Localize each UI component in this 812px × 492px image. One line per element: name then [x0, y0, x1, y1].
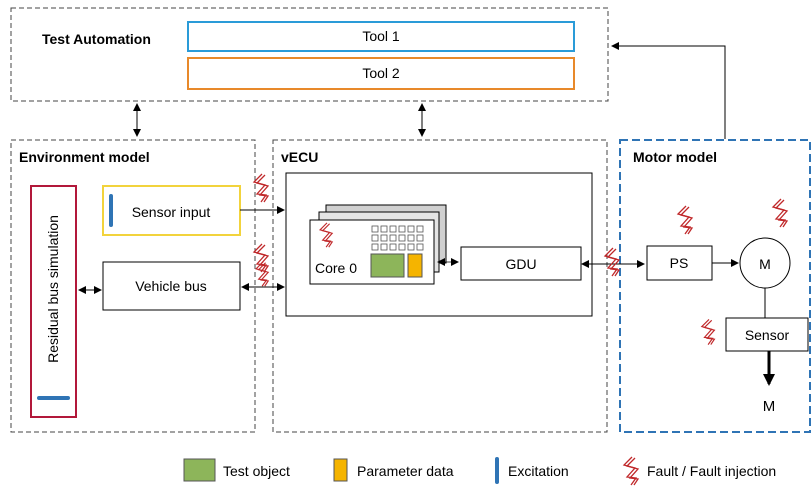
arrow-motor-automation: [611, 42, 726, 139]
tool2-box[interactable]: [187, 57, 575, 90]
residual-bus-box: [30, 185, 77, 418]
output-torque-label: M: [763, 398, 776, 415]
tool2-label: Tool 2: [362, 65, 400, 81]
legend-fault-label: Fault / Fault injection: [647, 463, 776, 479]
sensor-input-box[interactable]: [102, 185, 241, 236]
fault-icon-ps: [677, 205, 693, 235]
test-automation-container: [10, 7, 609, 102]
motor-model-container: [619, 139, 811, 433]
sensor-label: Sensor: [745, 327, 790, 343]
fault-icon-sensor: [701, 318, 716, 346]
vecu-container: [272, 139, 608, 433]
fault-icon-motor: [772, 198, 788, 228]
ps-box[interactable]: [646, 245, 713, 281]
legend-parameter-data-swatch: [333, 458, 348, 482]
environment-model-container: [10, 139, 256, 433]
motor-label: M: [759, 256, 771, 272]
legend-excitation-label: Excitation: [508, 463, 569, 479]
sensor-input-label: Sensor input: [132, 204, 211, 220]
legend-test-object-label: Test object: [223, 463, 290, 479]
environment-model-title: Environment model: [19, 149, 150, 165]
legend-test-object-swatch: [183, 458, 216, 482]
vehicle-bus-box[interactable]: [102, 261, 241, 311]
gdu-box[interactable]: [460, 246, 582, 281]
vecu-inner-box: [285, 172, 593, 317]
ps-label: PS: [670, 255, 689, 271]
vecu-title: vECU: [281, 149, 318, 165]
vehicle-bus-label: Vehicle bus: [135, 278, 207, 294]
gdu-label: GDU: [505, 256, 536, 272]
core-parameter-data: [407, 253, 423, 278]
legend-parameter-data-label: Parameter data: [357, 463, 454, 479]
fault-icon-sensor-input: [253, 173, 269, 203]
motor-model-title: Motor model: [633, 149, 717, 165]
residual-bus-label: Residual bus simulation: [45, 215, 61, 363]
core-test-object: [370, 253, 405, 278]
tool1-box[interactable]: [187, 21, 575, 52]
tool1-label: Tool 1: [362, 28, 400, 44]
test-automation-title: Test Automation: [42, 31, 151, 47]
core-memory-grid: [371, 225, 424, 251]
legend-fault-icon: [623, 456, 639, 486]
sensor-box[interactable]: [725, 317, 809, 352]
core-0-label: Core 0: [315, 260, 357, 276]
